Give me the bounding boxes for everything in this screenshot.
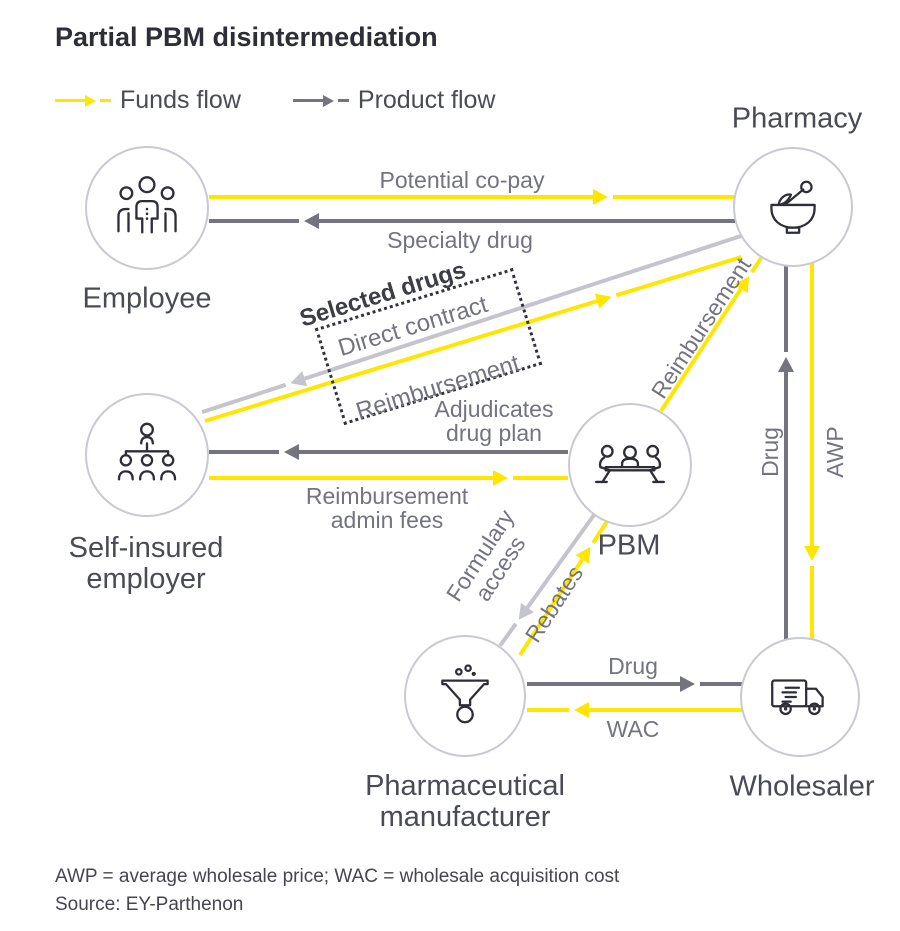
legend-funds-label: Funds flow bbox=[120, 86, 241, 114]
product-flow-arrow-icon bbox=[292, 94, 349, 108]
label-employee: Employee bbox=[82, 282, 212, 315]
label-drug-bottom: Drug bbox=[608, 653, 658, 679]
label-awp: AWP bbox=[822, 426, 848, 478]
label-self-insured-employer: Self-insured employer bbox=[68, 532, 224, 595]
legend-product-flow: Product flow bbox=[292, 86, 496, 115]
node-pbm bbox=[568, 403, 692, 527]
funnel-icon bbox=[441, 664, 489, 724]
delivery-truck-icon bbox=[771, 679, 824, 716]
arrow-awp-down bbox=[804, 263, 820, 640]
legend-product-label: Product flow bbox=[357, 86, 496, 114]
arrow-adjudicates bbox=[209, 444, 568, 460]
legend-funds-flow: Funds flow bbox=[55, 86, 241, 115]
node-self-insured-employer bbox=[85, 393, 209, 517]
people-group-icon bbox=[117, 176, 177, 234]
footnote-abbreviations: AWP = average wholesale price; WAC = who… bbox=[55, 866, 620, 887]
label-wholesaler: Wholesaler bbox=[729, 770, 875, 803]
arrow-drug-right bbox=[527, 676, 742, 692]
label-potential-copay: Potential co-pay bbox=[379, 167, 545, 193]
legend: Funds flow Product flow bbox=[55, 86, 495, 115]
label-wac: WAC bbox=[606, 716, 660, 742]
label-adjudicates: Adjudicates drug plan bbox=[434, 396, 554, 446]
org-chart-icon bbox=[117, 422, 177, 481]
node-wholesaler bbox=[740, 637, 860, 757]
arrow-potential-copay bbox=[209, 189, 735, 205]
arrow-admin-fees bbox=[209, 470, 568, 486]
funds-flow-arrow-icon bbox=[55, 94, 111, 108]
page-title: Partial PBM disintermediation bbox=[55, 22, 438, 52]
label-pbm: PBM bbox=[597, 529, 661, 562]
meeting-table-icon bbox=[595, 444, 665, 484]
node-employee bbox=[85, 146, 209, 270]
label-drug-vertical: Drug bbox=[757, 427, 783, 477]
label-pharma-manufacturer: Pharmaceutical manufacturer bbox=[365, 770, 565, 833]
node-pharma-manufacturer bbox=[404, 635, 526, 757]
footnote-source: Source: EY-Parthenon bbox=[55, 894, 244, 915]
label-pharmacy: Pharmacy bbox=[731, 102, 863, 135]
node-pharmacy bbox=[733, 147, 853, 267]
label-specialty-drug: Specialty drug bbox=[387, 227, 533, 253]
label-admin-fees: Reimbursement admin fees bbox=[305, 483, 469, 533]
mortar-pestle-icon bbox=[770, 180, 816, 234]
